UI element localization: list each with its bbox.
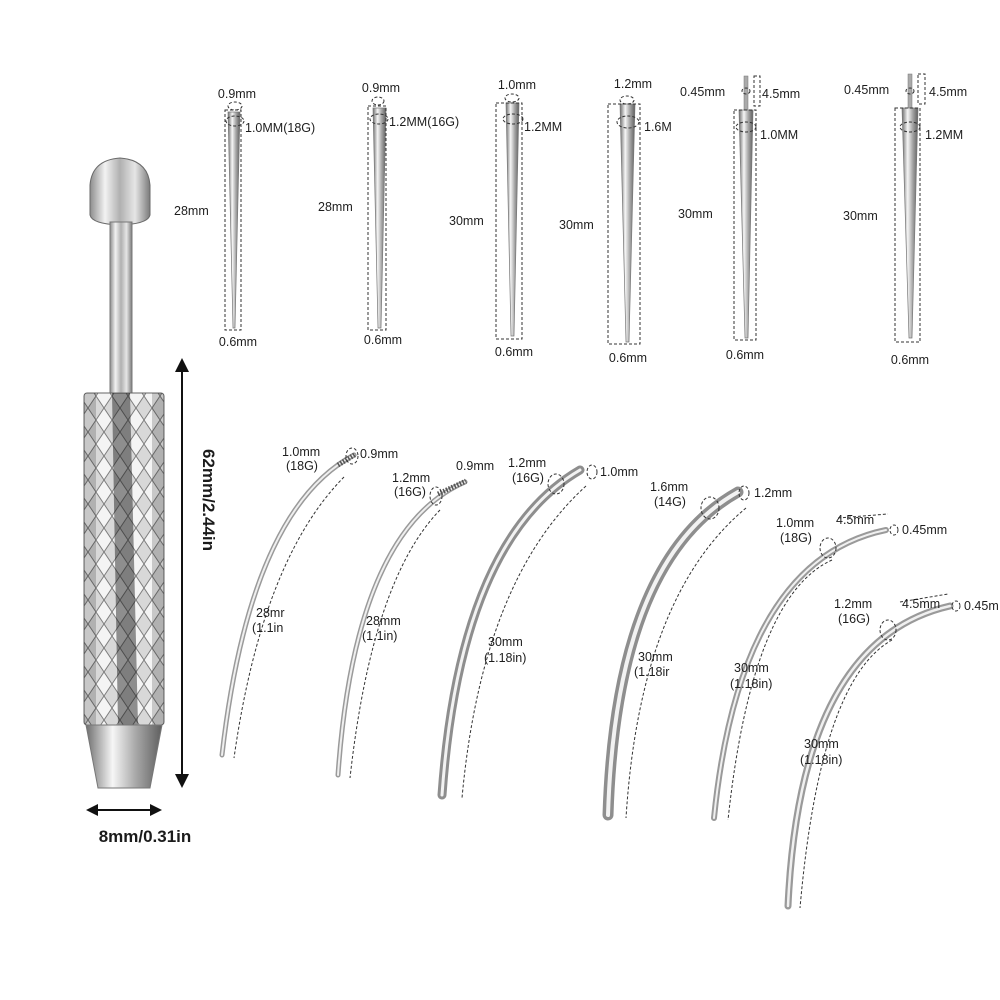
curved-3-length-in: (1.18in) (484, 651, 526, 665)
curved-3-tip: 1.0mm (600, 465, 638, 479)
taper-4-tip-label: 1.2mm (614, 77, 652, 91)
straight-taper-4: 1.2mm 1.6M 30mm 0.6mm (559, 77, 672, 365)
curved-5-tip: 0.45mm (902, 523, 947, 537)
curved-5-gauge-mm: 1.0mm (776, 516, 814, 530)
straight-taper-2: 0.9mm 1.2MM(16G) 28mm 0.6mm (318, 81, 459, 347)
taper-6-length-label: 30mm (843, 209, 878, 223)
taper-1-end-label: 0.6mm (219, 335, 257, 349)
curved-taper-3: 1.2mm (16G) 1.0mm 30mm (1.18in) (437, 456, 638, 800)
height-label: 62mm/2.44in (199, 449, 218, 551)
curved-2-length-in: (1.1in) (362, 629, 397, 643)
straight-taper-5: 0.45mm 4.5mm 1.0MM 30mm 0.6mm (678, 75, 800, 362)
curved-1-length-mm: 28mr (256, 606, 284, 620)
curved-taper-6: 1.2mm (16G) 4.5mm 0.45m 30mm (1.18in) (784, 593, 999, 910)
taper-5-gauge-label: 1.0MM (760, 128, 798, 142)
curved-3-gauge-g: (16G) (512, 471, 544, 485)
curved-4-gauge-mm: 1.6mm (650, 480, 688, 494)
curved-6-gauge-g: (16G) (838, 612, 870, 626)
tool-rod (109, 221, 133, 401)
curved-5-gauge-g: (18G) (780, 531, 812, 545)
taper-5-length-label: 30mm (678, 207, 713, 221)
curved-1-gauge-mm: 1.0mm (282, 445, 320, 459)
width-label: 8mm/0.31in (99, 827, 192, 846)
curved-4-tip: 1.2mm (754, 486, 792, 500)
taper-6-pin-label: 0.45mm (844, 83, 889, 97)
curved-1-gauge-g: (18G) (286, 459, 318, 473)
curved-4-gauge-g: (14G) (654, 495, 686, 509)
curved-taper-1: 1.0mm (18G) 0.9mm 28mr (1.1in (219, 445, 398, 759)
taper-2-tip-label: 0.9mm (362, 81, 400, 95)
tool-collet (85, 724, 163, 789)
curved-2-tip: 0.9mm (456, 459, 494, 473)
curved-3-gauge-mm: 1.2mm (508, 456, 546, 470)
curved-5-length-mm: 30mm (734, 661, 769, 675)
curved-2-length-mm: 28mm (366, 614, 401, 628)
curved-1-tip: 0.9mm (360, 447, 398, 461)
taper-4-end-label: 0.6mm (609, 351, 647, 365)
taper-2-end-label: 0.6mm (364, 333, 402, 347)
taper-3-end-label: 0.6mm (495, 345, 533, 359)
taper-6-gauge-label: 1.2MM (925, 128, 963, 142)
curved-1-length-in: (1.1in (252, 621, 283, 635)
taper-1-tip-label: 0.9mm (218, 87, 256, 101)
taper-1-gauge-label: 1.0MM(18G) (245, 121, 315, 135)
curved-6-tip: 0.45m (964, 599, 999, 613)
curved-6-length-mm: 30mm (804, 737, 839, 751)
taper-5-pin-label: 0.45mm (680, 85, 725, 99)
pin-vise-tool (83, 157, 165, 789)
curved-taper-4: 1.6mm (14G) 1.2mm 30mm (1.18ir (602, 480, 792, 821)
straight-taper-6: 0.45mm 4.5mm 1.2MM 30mm 0.6mm (843, 73, 967, 367)
straight-taper-1: 0.9mm 1.0MM(18G) 28mm 0.6mm (174, 87, 315, 349)
tool-cap (89, 157, 151, 226)
taper-3-length-label: 30mm (449, 214, 484, 228)
curved-3-length-mm: 30mm (488, 635, 523, 649)
straight-taper-row: 0.9mm 1.0MM(18G) 28mm 0.6mm 0.9mm 1.2MM(… (174, 73, 967, 367)
curved-2-gauge-mm: 1.2mm (392, 471, 430, 485)
curved-6-gauge-mm: 1.2mm (834, 597, 872, 611)
curved-2-gauge-g: (16G) (394, 485, 426, 499)
taper-5-end-label: 0.6mm (726, 348, 764, 362)
curved-6-pin-length: 4.5mm (902, 597, 940, 611)
curved-taper-5: 1.0mm (18G) 4.5mm 0.45mm 30mm (1.18in) (711, 513, 947, 821)
taper-6-end-label: 0.6mm (891, 353, 929, 367)
taper-4-gauge-label: 1.6M (644, 120, 672, 134)
straight-taper-3: 1.0mm 1.2MM 30mm 0.6mm (449, 78, 562, 359)
height-dimension: 62mm/2.44in (175, 358, 218, 788)
taper-2-length-label: 28mm (318, 200, 353, 214)
taper-1-length-label: 28mm (174, 204, 209, 218)
curved-5-pin-length: 4.5mm (836, 513, 874, 527)
curved-6-length-in: (1.18in) (800, 753, 842, 767)
curved-5-length-in: (1.18in) (730, 677, 772, 691)
taper-2-gauge-label: 1.2MM(16G) (389, 115, 459, 129)
curved-4-length-in: (1.18ir (634, 665, 669, 679)
taper-3-gauge-label: 1.2MM (524, 120, 562, 134)
curved-taper-2: 1.2mm (16G) 0.9mm 28mm (1.1in) (335, 459, 494, 779)
curved-4-length-mm: 30mm (638, 650, 673, 664)
curved-taper-row: 1.0mm (18G) 0.9mm 28mr (1.1in 1.2mm (16G… (219, 445, 999, 910)
taper-5-pin-length-label: 4.5mm (762, 87, 800, 101)
taper-3-tip-label: 1.0mm (498, 78, 536, 92)
taper-6-pin-length-label: 4.5mm (929, 85, 967, 99)
tool-grip-shading (84, 393, 164, 725)
taper-4-length-label: 30mm (559, 218, 594, 232)
width-dimension: 8mm/0.31in (86, 804, 191, 846)
